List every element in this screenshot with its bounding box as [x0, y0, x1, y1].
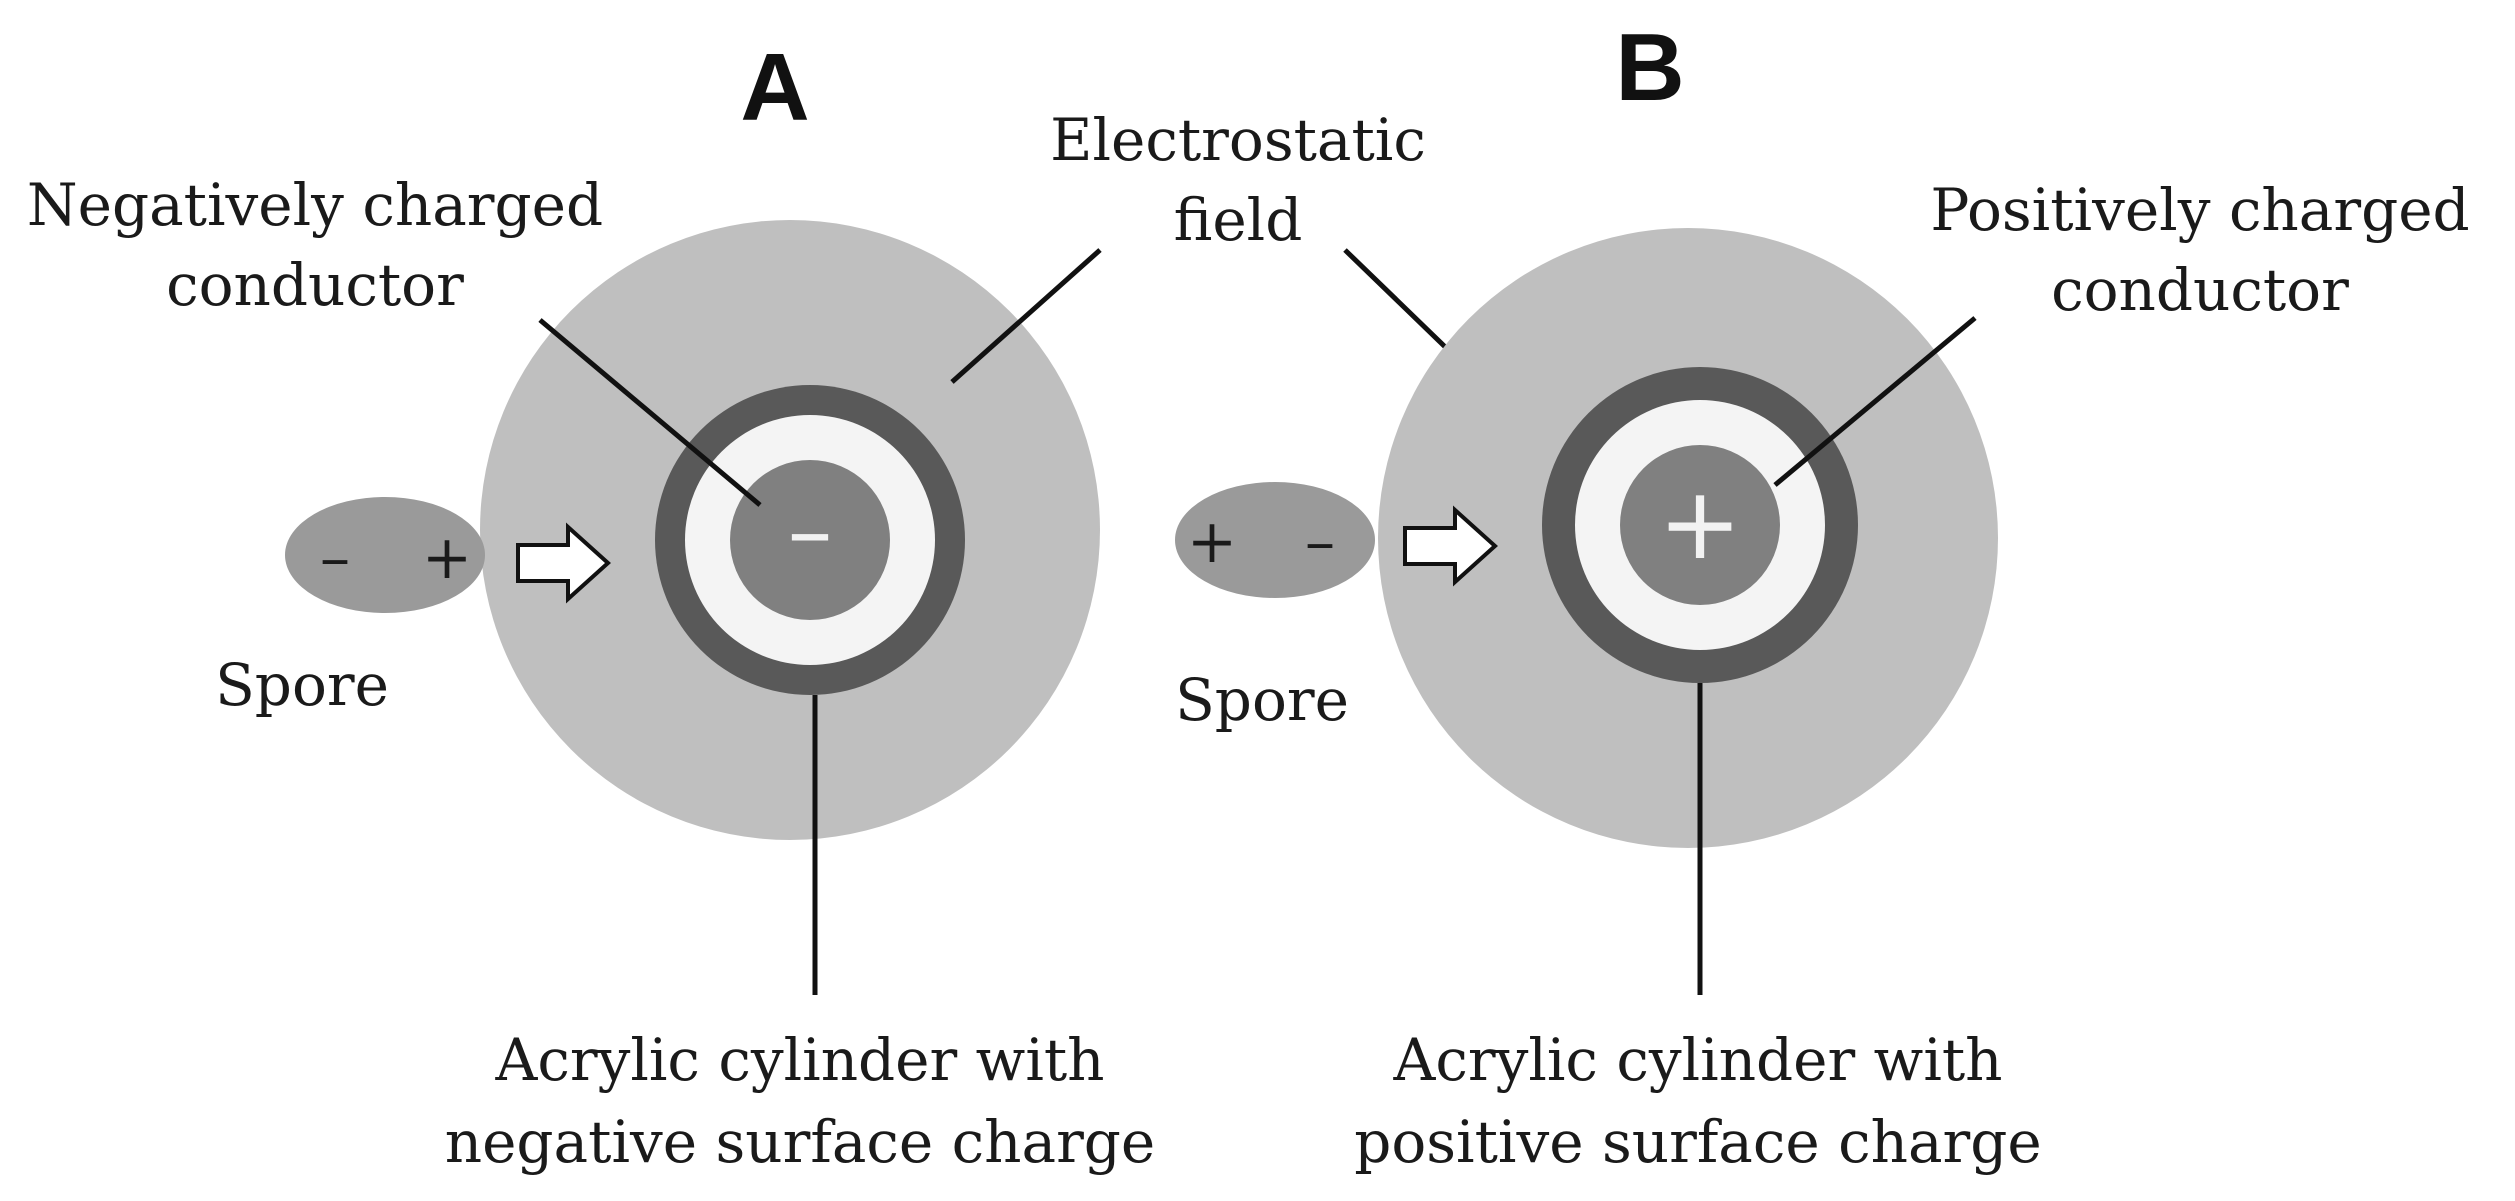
panel-a: A – – + Spore Negatively charged conduct…	[27, 34, 1502, 1176]
panel-a-cylinder-label-line2: negative surface charge	[445, 1108, 1156, 1176]
panel-a-conductor-leader	[538, 318, 762, 507]
panel-b-spore-sign-left: +	[1187, 507, 1237, 577]
panel-a-letter: A	[740, 34, 809, 141]
panel-b-conductor-label-line2: conductor	[2051, 256, 2349, 324]
panel-a-conductor-label-line1: Negatively charged	[27, 171, 603, 239]
panel-b-cylinder-label-line2: positive surface charge	[1354, 1108, 2041, 1176]
panel-a-field-leader	[950, 248, 1102, 384]
field-label-line2: field	[1174, 186, 1303, 254]
panel-a-conductor-sign: –	[788, 479, 833, 584]
panel-b-conductor-leader	[1773, 316, 1977, 487]
panel-b-positive-conductor	[1620, 445, 1780, 605]
panel-a-spore-sign-right: +	[422, 523, 472, 593]
panel-a-cylinder-label-line1: Acrylic cylinder with	[494, 1026, 1104, 1094]
panel-a-spore-label: Spore	[215, 651, 389, 719]
panel-b-movement-arrow	[1403, 505, 1498, 587]
field-label-line1: Electrostatic	[1050, 106, 1426, 174]
panel-b-letter: B	[1615, 14, 1684, 121]
panel-b: B + + – Spore Positively charged conduct…	[1175, 14, 2470, 1176]
panel-a-conductor-label-line2: conductor	[166, 251, 464, 319]
panel-b-conductor-sign: +	[1658, 465, 1742, 582]
panel-b-conductor-label-line1: Positively charged	[1930, 176, 2469, 244]
panel-b-spore	[1175, 482, 1375, 598]
panel-b-cylinder-label-line1: Acrylic cylinder with	[1392, 1026, 2002, 1094]
panel-a-negative-conductor	[730, 460, 890, 620]
panel-a-movement-arrow	[516, 522, 611, 604]
panel-b-spore-label: Spore	[1175, 666, 1349, 734]
panel-a-spore	[285, 497, 485, 613]
panel-b-spore-sign-right: –	[1305, 507, 1335, 577]
panel-a-spore-sign-left: –	[320, 523, 350, 593]
